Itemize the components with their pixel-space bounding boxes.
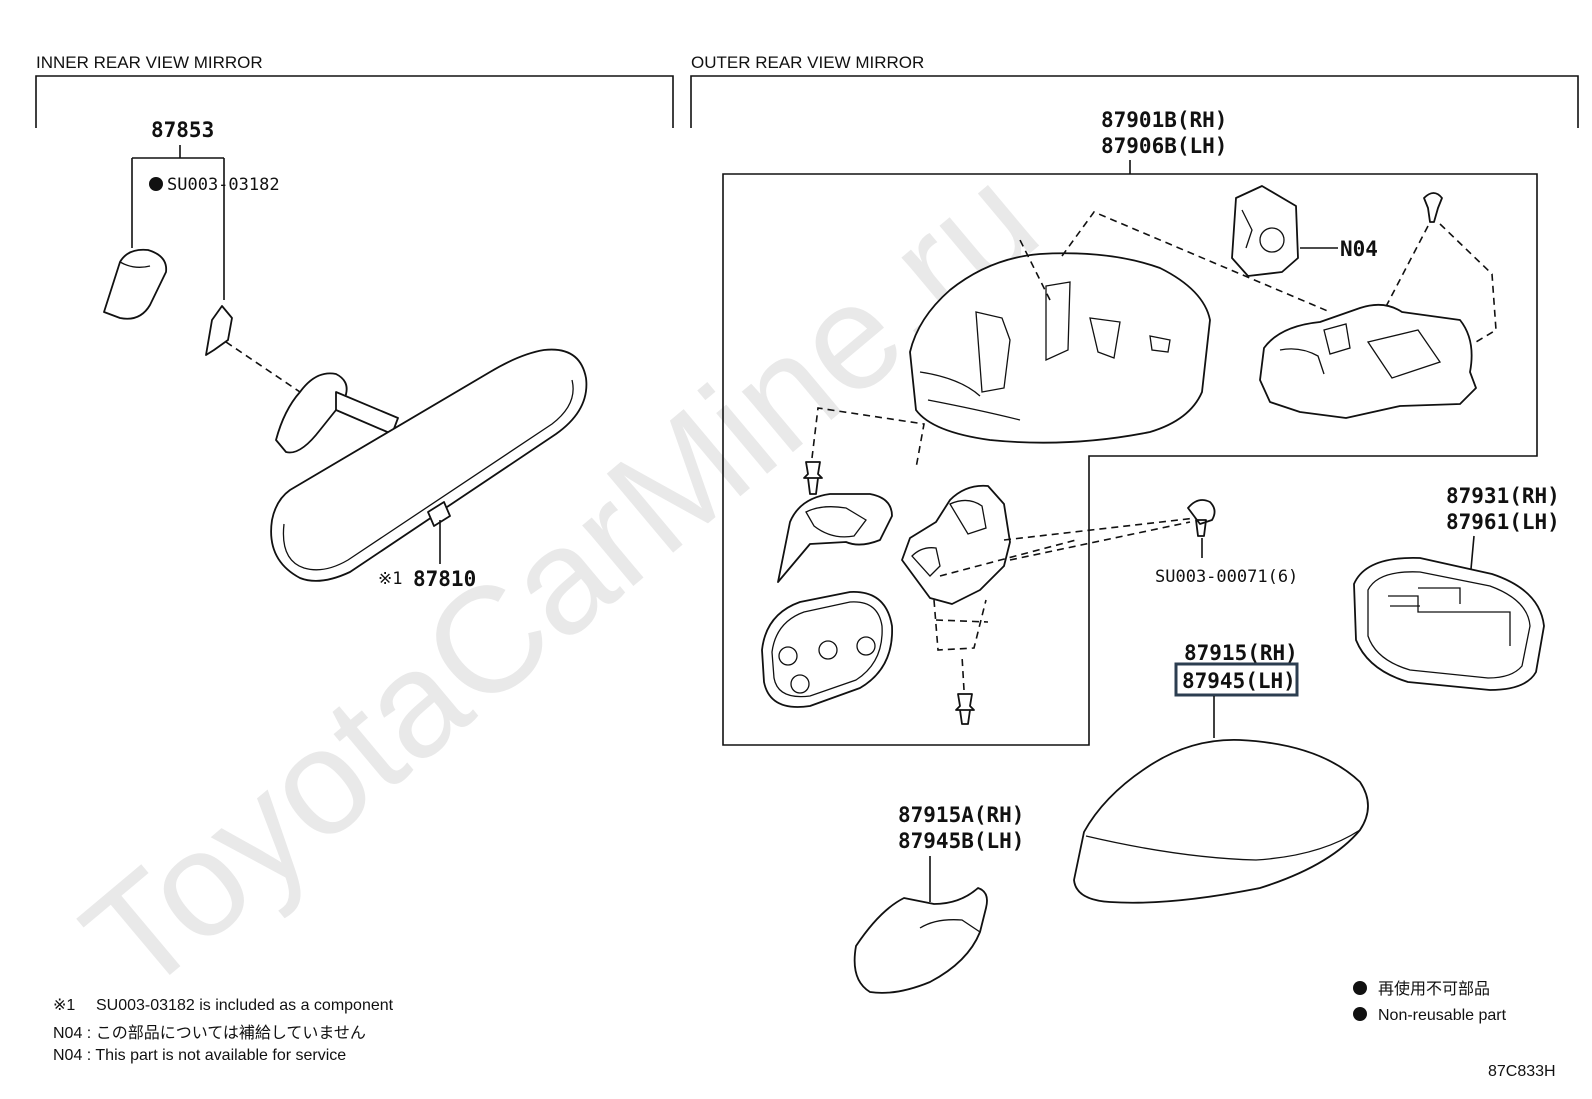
legend-dot-icon	[1353, 1007, 1367, 1021]
outer-section-bracket	[690, 75, 1579, 128]
mirror-cover-shell-part[interactable]	[1073, 739, 1369, 904]
mirror-actuator-part[interactable]	[901, 484, 1011, 605]
mirror-clip-part[interactable]	[205, 305, 233, 356]
mirror-cover-part[interactable]	[103, 248, 168, 320]
callout-87915a-rh[interactable]: 87915A(RH)	[898, 803, 1024, 827]
mirror-base-part[interactable]	[1259, 303, 1477, 419]
callout-87906b-lh[interactable]: 87906B(LH)	[1101, 134, 1227, 158]
callout-su003-03182[interactable]: SU003-03182	[167, 175, 280, 195]
non-reusable-dot-icon	[149, 177, 163, 191]
callout-87961-lh[interactable]: 87961(LH)	[1446, 510, 1560, 534]
callout-87945b-lh[interactable]: 87945B(LH)	[898, 829, 1024, 853]
mirror-housing-part[interactable]	[909, 252, 1211, 444]
highlight-box	[1174, 662, 1299, 697]
mirror-mount-part[interactable]	[275, 372, 348, 454]
assembly-frame	[722, 173, 1538, 746]
callout-87853[interactable]: 87853	[151, 118, 214, 142]
callout-87810[interactable]: 87810	[413, 567, 476, 591]
star-mark: ※1	[378, 569, 402, 589]
callout-n04[interactable]: N04	[1340, 237, 1378, 261]
screw-icon[interactable]	[1187, 499, 1216, 537]
legend-jp: 再使用不可部品	[1378, 980, 1490, 998]
legend-en: Non-reusable part	[1378, 1007, 1507, 1024]
screw-icon[interactable]	[803, 461, 823, 495]
screw-icon[interactable]	[955, 693, 975, 725]
outer-mirror-glass-part[interactable]	[1353, 557, 1545, 691]
callout-87915-rh[interactable]: 87915(RH)	[1184, 641, 1298, 665]
outer-section-title: OUTER REAR VIEW MIRROR	[691, 53, 924, 72]
callout-87945-lh[interactable]: 87945(LH)	[1182, 669, 1296, 693]
callout-87931-rh[interactable]: 87931(RH)	[1446, 484, 1560, 508]
diagram-code: 87C833H	[1488, 1063, 1556, 1080]
screw-icon[interactable]	[1423, 192, 1443, 223]
inner-section-title: INNER REAR VIEW MIRROR	[36, 53, 263, 72]
note2-text: N04 : この部品については補給していません	[53, 1024, 366, 1042]
inner-section-bracket	[35, 75, 674, 128]
callout-87901b-rh[interactable]: 87901B(RH)	[1101, 108, 1227, 132]
leader-87853	[131, 145, 225, 300]
note3-text: N04 : This part is not available for ser…	[53, 1047, 346, 1064]
inner-mirror-body[interactable]	[270, 348, 588, 582]
turn-signal-part[interactable]	[777, 493, 893, 583]
mirror-base-cover-part[interactable]	[853, 887, 988, 994]
note1-mark: ※1	[53, 997, 75, 1014]
callout-su003-00071[interactable]: SU003-00071(6)	[1155, 567, 1298, 587]
watermark: ToyotaCarMine.ru	[53, 135, 1068, 1025]
legend-dot-icon	[1353, 981, 1367, 995]
note1-text: SU003-03182 is included as a component	[96, 997, 394, 1014]
